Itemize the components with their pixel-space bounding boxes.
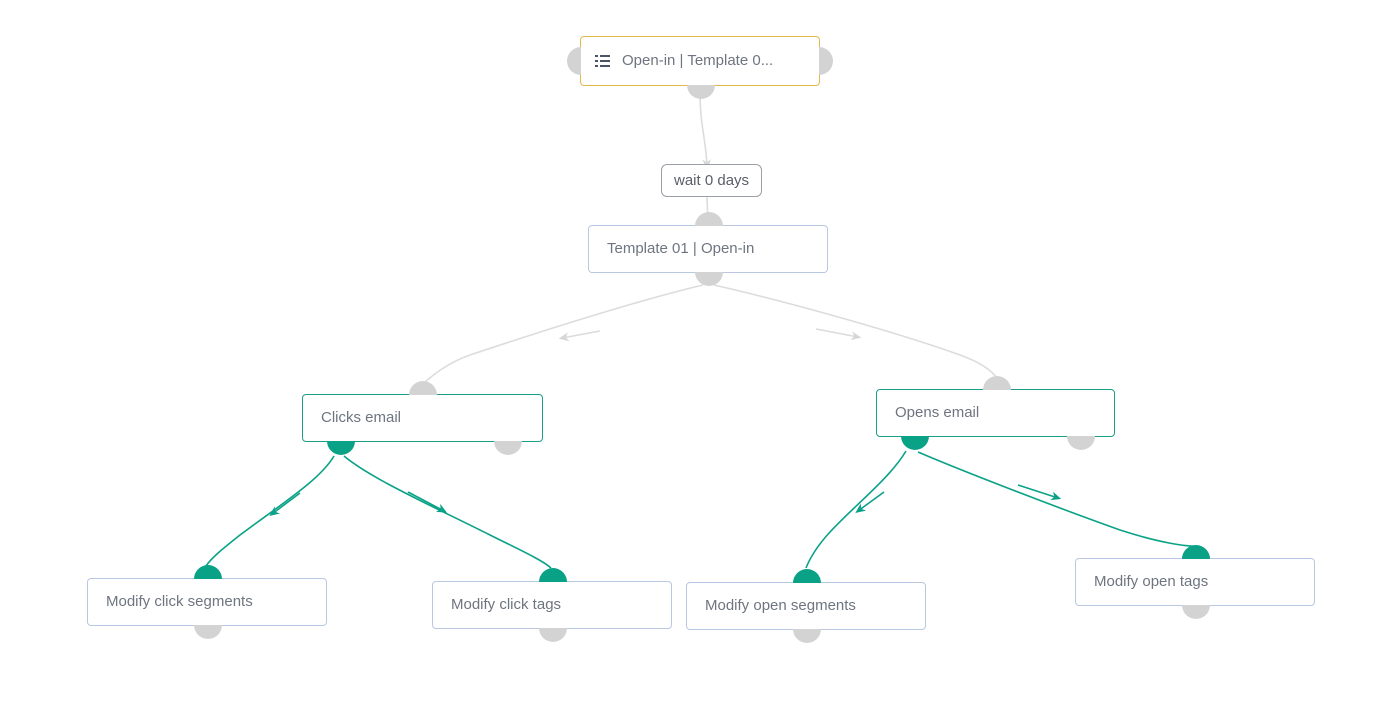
node-trigger-label: Open-in | Template 0... (622, 52, 774, 69)
wait-label-0[interactable]: wait 0 days (661, 164, 763, 197)
node-clicks-email[interactable]: Clicks email (302, 381, 543, 455)
node-template01[interactable]: Template 01 | Open-in (588, 212, 828, 286)
edge-template01-to-opens-email (713, 284, 999, 380)
node-modify-open-tags[interactable]: Modify open tags (1075, 545, 1315, 619)
handle-opens-email-bottom-left[interactable] (901, 436, 929, 450)
node-modify-click-segments-label: Modify click segments (106, 593, 253, 610)
handle-modify-click-segments-top[interactable] (194, 565, 222, 579)
handle-opens-email-top[interactable] (983, 376, 1011, 390)
handle-trigger-left[interactable] (567, 47, 581, 75)
handle-modify-click-tags-top[interactable] (539, 568, 567, 582)
node-opens-email-label: Opens email (895, 404, 980, 421)
edge-clicks-to-modify-click-tags (343, 455, 552, 569)
handle-clicks-email-top[interactable] (409, 381, 437, 395)
edge-trigger-to-wait (699, 92, 712, 170)
node-modify-open-tags-label: Modify open tags (1094, 573, 1209, 590)
handle-modify-open-segments-bottom[interactable] (793, 629, 821, 643)
node-modify-click-tags[interactable]: Modify click tags (432, 568, 672, 642)
node-clicks-email-label: Clicks email (321, 409, 402, 426)
handle-modify-open-tags-bottom[interactable] (1182, 605, 1210, 619)
handle-modify-click-segments-bottom[interactable] (194, 625, 222, 639)
edge-opens-to-modify-open-tags (917, 451, 1194, 547)
list-icon (595, 55, 610, 67)
node-modify-open-segments-label: Modify open segments (705, 597, 856, 614)
node-opens-email[interactable]: Opens email (876, 376, 1115, 450)
handle-clicks-email-bottom-left[interactable] (327, 441, 355, 455)
node-modify-open-segments[interactable]: Modify open segments (686, 569, 926, 643)
handle-clicks-email-bottom-right[interactable] (494, 441, 522, 455)
node-template01-label: Template 01 | Open-in (607, 240, 755, 257)
handle-template01-bottom[interactable] (695, 272, 723, 286)
edge-clicks-to-modify-click-segments (205, 455, 335, 567)
handle-template01-top[interactable] (695, 212, 723, 226)
handle-modify-open-tags-top[interactable] (1182, 545, 1210, 559)
handle-modify-open-segments-top[interactable] (793, 569, 821, 583)
handle-modify-click-tags-bottom[interactable] (539, 628, 567, 642)
edge-template01-to-clicks-email (423, 284, 704, 384)
node-modify-click-segments[interactable]: Modify click segments (87, 565, 327, 639)
edge-opens-to-modify-open-segments (805, 450, 907, 569)
handle-opens-email-bottom-right[interactable] (1067, 436, 1095, 450)
node-modify-click-tags-label: Modify click tags (451, 596, 562, 613)
handle-trigger-right[interactable] (819, 47, 833, 75)
handle-trigger-bottom[interactable] (687, 85, 715, 99)
node-trigger[interactable]: Open-in | Template 0... (567, 36, 833, 99)
